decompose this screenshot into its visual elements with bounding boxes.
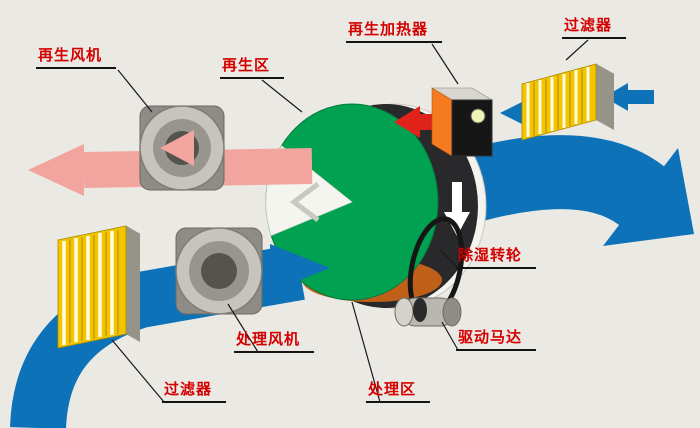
label-dehumid-wheel: 除湿转轮 [456, 246, 537, 269]
leader-line-wheel [439, 249, 459, 269]
regen-exhaust-arrowhead [28, 144, 84, 196]
leader-line-regen-heater [431, 43, 459, 85]
heater-side-face [431, 87, 453, 157]
heater-indicator-icon [470, 108, 486, 124]
filter-top-media-face [521, 63, 597, 141]
process-air-outlet-arrowhead [603, 148, 694, 246]
filter-top-side-face [596, 64, 614, 130]
label-regen-fan: 再生风机 [36, 46, 117, 69]
label-process-fan: 处理风机 [234, 330, 315, 353]
filter-bottom-side-face [126, 226, 140, 342]
regen-exhaust-hub-arrowhead [160, 130, 194, 166]
filter-bottom-media-face [57, 225, 127, 349]
filter-top [521, 63, 615, 141]
leader-line-filter-bottom [111, 339, 165, 403]
regen-sector-chevron-icon [289, 182, 320, 222]
leader-line-process-fan [227, 303, 259, 353]
desiccant-wheel [265, 103, 487, 309]
leader-line-process-zone [351, 301, 381, 403]
label-filter-top: 过滤器 [562, 16, 627, 39]
label-process-zone: 处理区 [366, 380, 431, 403]
label-regen-zone: 再生区 [220, 56, 285, 79]
filter-top-pleats [526, 67, 590, 137]
filter-bottom [57, 225, 141, 349]
filter-bottom-pleats [62, 230, 119, 345]
drive-motor-cap-left [394, 297, 414, 327]
drive-motor-cap-right [442, 297, 462, 327]
regen-inlet-arrowhead [604, 83, 628, 111]
leader-line-drive-motor [441, 321, 459, 351]
heater-front-face [451, 99, 493, 157]
leader-line-regen-zone [261, 79, 303, 113]
label-filter-bottom: 过滤器 [162, 380, 227, 403]
drive-motor-assembly [394, 216, 465, 327]
leader-line-regen-fan [117, 69, 153, 113]
label-regen-heater: 再生加热器 [346, 20, 443, 43]
process-air-inlet-arrowhead [270, 244, 330, 292]
regen-mid-arrowhead [500, 100, 526, 126]
label-drive-motor: 驱动马达 [456, 328, 537, 351]
leader-lines [111, 39, 589, 403]
regen-heater [430, 87, 494, 157]
hot-air-arrowhead [394, 106, 420, 138]
regen-inlet-arrow-shaft [628, 90, 654, 104]
process-fan [175, 227, 263, 315]
process-fan-hub [201, 253, 237, 289]
leader-line-filter-top [565, 39, 589, 61]
drive-motor-pulley [413, 298, 427, 322]
regen-fan [139, 105, 225, 191]
